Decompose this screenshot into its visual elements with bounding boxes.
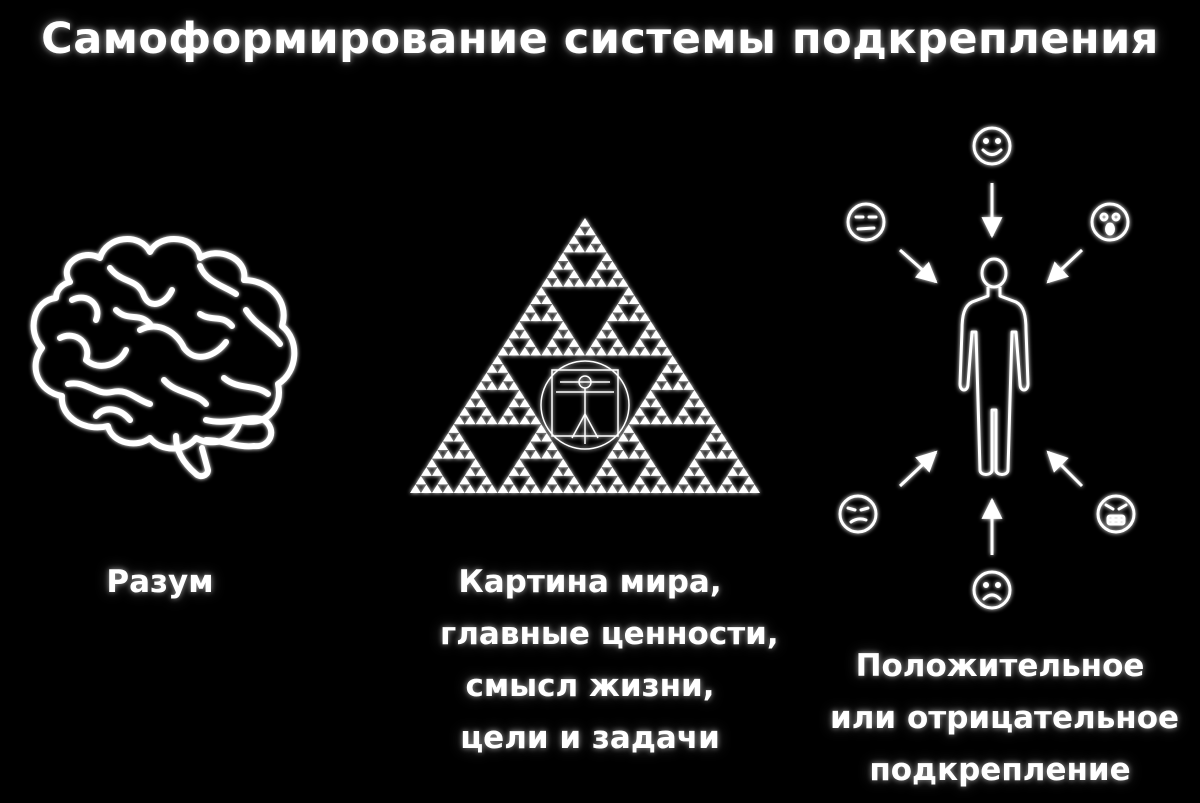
arrow-from-shocked <box>1046 248 1084 284</box>
page-title: Самоформирование системы подкрепления <box>41 14 1159 64</box>
arrow-from-annoyed <box>899 248 938 284</box>
stage-label-line: цели и задачи <box>460 720 720 756</box>
annoyed-icon <box>846 202 886 242</box>
arrow-from-angry <box>1046 450 1084 488</box>
stage-label-line: Разум <box>106 564 214 600</box>
stage-label-worldview: Картина мира, главные ценности, смысл жи… <box>440 556 779 764</box>
stage-label-line: Картина мира, <box>458 564 722 600</box>
sierpinski-vitruvian-icon <box>410 218 760 493</box>
stage-label-reinforcement: Положительное или отрицательное подкрепл… <box>830 640 1180 796</box>
stage-label-line: Положительное <box>855 648 1145 684</box>
stage-label-line: подкрепление <box>869 752 1131 788</box>
shocked-icon <box>1090 202 1130 242</box>
arrow-from-skeptical <box>898 450 938 488</box>
stage-label-line: главные ценности, <box>440 616 779 652</box>
stage-label-line: или отрицательное <box>830 700 1180 736</box>
smile-icon <box>972 126 1012 166</box>
stage-label-line: смысл жизни, <box>465 668 715 704</box>
brain-icon <box>30 236 298 480</box>
sad-icon <box>972 570 1012 610</box>
person-icon <box>958 257 1030 476</box>
skeptical-icon <box>838 494 878 534</box>
angry-icon <box>1096 494 1136 534</box>
emotion-arrows <box>898 183 1084 555</box>
stage-label-mind: Разум <box>60 556 260 608</box>
